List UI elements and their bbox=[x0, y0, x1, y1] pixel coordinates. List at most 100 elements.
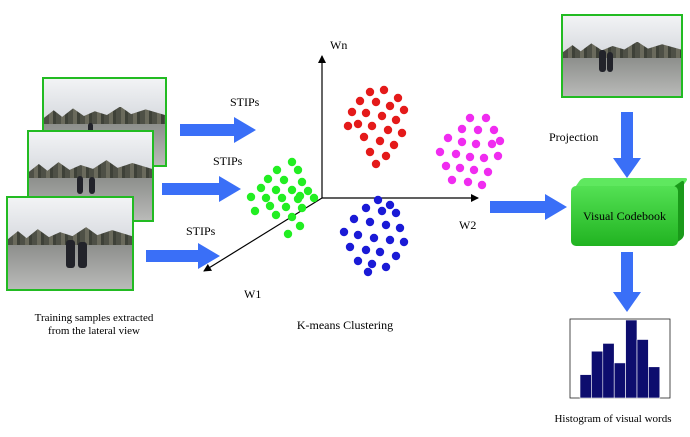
cluster-point bbox=[435, 147, 445, 157]
cluster-point bbox=[365, 147, 375, 157]
cluster-point bbox=[381, 262, 391, 272]
stips-label-3: STIPs bbox=[186, 224, 216, 238]
cluster-point bbox=[457, 124, 467, 134]
photo-person bbox=[607, 52, 613, 72]
cluster-point bbox=[493, 151, 503, 161]
cluster-point bbox=[265, 201, 275, 211]
cluster-point bbox=[297, 203, 307, 213]
cluster-point bbox=[365, 217, 375, 227]
cluster-point bbox=[489, 125, 499, 135]
cluster-point bbox=[347, 107, 357, 117]
histogram-bar bbox=[602, 343, 615, 399]
cluster-point bbox=[465, 152, 475, 162]
cluster-point bbox=[463, 177, 473, 187]
cluster-point bbox=[457, 137, 467, 147]
cluster-point bbox=[399, 105, 409, 115]
cluster-point bbox=[465, 113, 475, 123]
histogram-bar bbox=[579, 374, 592, 399]
cluster-point bbox=[473, 125, 483, 135]
cluster-point bbox=[383, 125, 393, 135]
training-caption-line1: Training samples extracted bbox=[34, 312, 154, 324]
cluster-point bbox=[287, 157, 297, 167]
cluster-point bbox=[393, 93, 403, 103]
visual-codebook-label: Visual Codebook bbox=[583, 209, 666, 223]
cluster-point bbox=[363, 267, 373, 277]
cluster-green bbox=[246, 157, 319, 239]
cluster-point bbox=[495, 136, 505, 146]
cluster-point bbox=[471, 139, 481, 149]
cluster-point bbox=[295, 221, 305, 231]
cluster-point bbox=[477, 180, 487, 190]
cluster-point bbox=[283, 229, 293, 239]
cluster-point bbox=[391, 251, 401, 261]
cluster-point bbox=[349, 214, 359, 224]
stips-arrow-3 bbox=[146, 243, 220, 269]
cluster-point bbox=[391, 208, 401, 218]
cluster-point bbox=[353, 119, 363, 129]
cluster-point bbox=[361, 245, 371, 255]
photo-person bbox=[66, 240, 75, 268]
cluster-point bbox=[385, 101, 395, 111]
photo-person bbox=[88, 123, 93, 133]
cluster-point bbox=[279, 175, 289, 185]
cluster-point bbox=[389, 140, 399, 150]
cluster-point bbox=[377, 111, 387, 121]
cluster-point bbox=[381, 151, 391, 161]
cluster-point bbox=[455, 163, 465, 173]
cluster-point bbox=[365, 87, 375, 97]
photo-person bbox=[599, 50, 606, 72]
photo-person bbox=[89, 177, 95, 194]
histogram-chart bbox=[569, 318, 671, 399]
cluster-point bbox=[447, 175, 457, 185]
cluster-point bbox=[359, 132, 369, 142]
cluster-magenta bbox=[435, 113, 505, 190]
projection-arrow bbox=[613, 112, 641, 178]
stips-arrow-2 bbox=[162, 176, 241, 202]
cluster-point bbox=[367, 259, 377, 269]
cluster-point bbox=[371, 97, 381, 107]
cluster-point bbox=[391, 115, 401, 125]
histogram-caption: Histogram of visual words bbox=[554, 413, 672, 425]
photo-person bbox=[78, 242, 87, 268]
cluster-point bbox=[287, 212, 297, 222]
cluster-point bbox=[373, 195, 383, 205]
projection-label: Projection bbox=[549, 130, 599, 144]
cluster-point bbox=[369, 233, 379, 243]
cluster-point bbox=[375, 247, 385, 257]
query-sample-photo bbox=[561, 14, 683, 98]
histogram-bars bbox=[579, 319, 661, 399]
histogram-bar bbox=[613, 362, 626, 399]
cluster-point bbox=[399, 237, 409, 247]
cluster-point bbox=[379, 85, 389, 95]
cluster-point bbox=[381, 220, 391, 230]
cluster-point bbox=[261, 193, 271, 203]
cluster-point bbox=[345, 242, 355, 252]
cluster-point bbox=[361, 108, 371, 118]
cluster-point bbox=[272, 165, 282, 175]
cluster-point bbox=[353, 256, 363, 266]
cluster-point bbox=[250, 206, 260, 216]
cluster-point bbox=[481, 113, 491, 123]
cluster-blue bbox=[339, 195, 409, 277]
cluster-point bbox=[483, 167, 493, 177]
cluster-point bbox=[246, 192, 256, 202]
cluster-point bbox=[339, 227, 349, 237]
cluster-red bbox=[343, 85, 409, 169]
stips-label-1: STIPs bbox=[230, 95, 260, 109]
cluster-point bbox=[297, 177, 307, 187]
cluster-point bbox=[469, 165, 479, 175]
cluster-point bbox=[355, 96, 365, 106]
cluster-point bbox=[343, 121, 353, 131]
photo-ground bbox=[563, 57, 681, 96]
axis-w1-label: W1 bbox=[244, 287, 262, 301]
cluster-point bbox=[295, 191, 305, 201]
training-sample-photo-3 bbox=[6, 196, 134, 291]
cluster-point bbox=[293, 165, 303, 175]
clustering-caption: K-means Clustering bbox=[296, 318, 394, 332]
cluster-point bbox=[367, 121, 377, 131]
cluster-point bbox=[287, 185, 297, 195]
training-caption-line2: from the lateral view bbox=[48, 325, 140, 337]
cluster-point bbox=[443, 133, 453, 143]
cluster-point bbox=[353, 230, 363, 240]
